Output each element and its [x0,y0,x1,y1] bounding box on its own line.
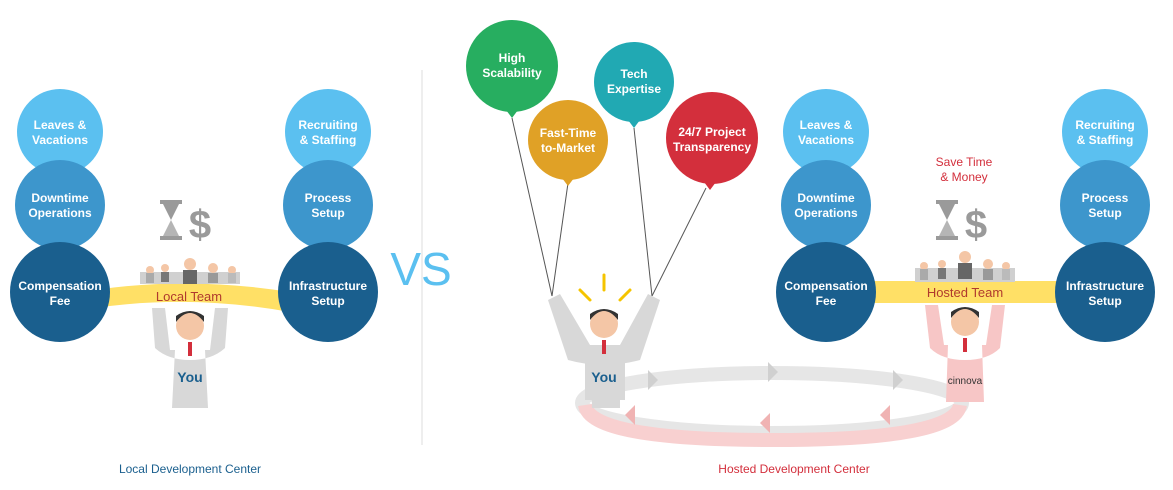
svg-text:$: $ [965,203,987,247]
right-yellow-bar [868,281,1064,303]
svg-text:Setup: Setup [1088,294,1121,308]
svg-text:Infrastructure: Infrastructure [1066,279,1144,293]
you-person-left [152,308,228,408]
svg-text:Operations: Operations [28,206,92,220]
svg-text:Fee: Fee [816,294,837,308]
svg-text:Compensation: Compensation [18,279,101,293]
svg-text:Downtime: Downtime [31,191,89,205]
right-circle-recruiting: Recruiting & Staffing [1062,89,1148,175]
svg-text:Vacations: Vacations [32,133,88,147]
svg-text:Compensation: Compensation [784,279,867,293]
svg-text:Fast-Time: Fast-Time [540,126,597,140]
left-panel: Leaves & Vacations Downtime Operations C… [10,89,378,408]
svg-text:High: High [499,51,526,65]
you-person-right [548,294,660,408]
left-caption: Local Development Center [119,462,261,476]
svg-text:Infrastructure: Infrastructure [289,279,367,293]
left-circle-downtime: Downtime Operations [15,160,105,250]
right-caption: Hosted Development Center [718,462,869,476]
you-label-left: You [177,369,202,385]
balloon-fast-time-to-market: Fast-Time to-Market [528,100,608,186]
right-circle-process: Process Setup [1060,160,1150,250]
right-panel: High Scalability Fast-Time to-Market Tec… [466,20,1155,448]
svg-text:Process: Process [1082,191,1129,205]
vs-label: VS [390,243,451,295]
time-money-icon-right: $ [936,200,987,247]
cinnova-person [925,305,1005,402]
svg-text:Recruiting: Recruiting [1075,118,1134,132]
local-team-group [140,258,240,284]
balloon-high-scalability: High Scalability [466,20,558,118]
local-team-label: Local Team [156,289,222,304]
svg-text:24/7 Project: 24/7 Project [678,125,745,139]
right-circle-compensation: Compensation Fee [776,242,876,342]
happy-lines-icon [578,273,632,302]
cycle-track-bottom [578,402,967,448]
left-circle-infrastructure: Infrastructure Setup [278,242,378,342]
time-money-icon: $ [160,200,211,247]
balloon-strings [511,117,707,297]
svg-text:Leaves &: Leaves & [800,118,853,132]
svg-text:Process: Process [305,191,352,205]
left-circle-recruiting: Recruiting & Staffing [285,89,371,175]
svg-text:Operations: Operations [794,206,858,220]
right-circle-downtime: Downtime Operations [781,160,871,250]
save-time-line1: Save Time [936,155,993,169]
svg-text:Setup: Setup [1088,206,1121,220]
cycle-track-top [575,366,969,440]
svg-text:Transparency: Transparency [673,140,751,154]
right-circle-leaves: Leaves & Vacations [783,89,869,175]
svg-text:Downtime: Downtime [797,191,855,205]
cycle-arrows-forward [648,362,903,390]
left-yellow-bar [95,283,290,312]
svg-text:Recruiting: Recruiting [298,118,357,132]
hosted-team-group [915,251,1015,282]
svg-text:Tech: Tech [620,67,647,81]
svg-text:& Staffing: & Staffing [300,133,357,147]
right-circle-infrastructure: Infrastructure Setup [1055,242,1155,342]
svg-text:Leaves &: Leaves & [34,118,87,132]
svg-text:$: $ [189,203,211,247]
balloon-project-transparency: 24/7 Project Transparency [666,92,758,190]
svg-text:Scalability: Scalability [482,66,542,80]
svg-text:Expertise: Expertise [607,82,661,96]
left-circle-leaves: Leaves & Vacations [17,89,103,175]
left-circle-process: Process Setup [283,160,373,250]
balloon-tech-expertise: Tech Expertise [594,42,674,128]
you-label-right: You [591,369,616,385]
svg-text:& Staffing: & Staffing [1077,133,1134,147]
cycle-arrows-back [625,405,890,433]
svg-text:Setup: Setup [311,294,344,308]
left-circle-compensation: Compensation Fee [10,242,110,342]
hosted-team-label: Hosted Team [927,285,1003,300]
cinnova-logo-text: cinnova [948,376,983,387]
save-time-line2: & Money [940,170,987,184]
svg-text:Vacations: Vacations [798,133,854,147]
svg-text:Fee: Fee [50,294,71,308]
svg-text:to-Market: to-Market [541,141,595,155]
svg-text:Setup: Setup [311,206,344,220]
